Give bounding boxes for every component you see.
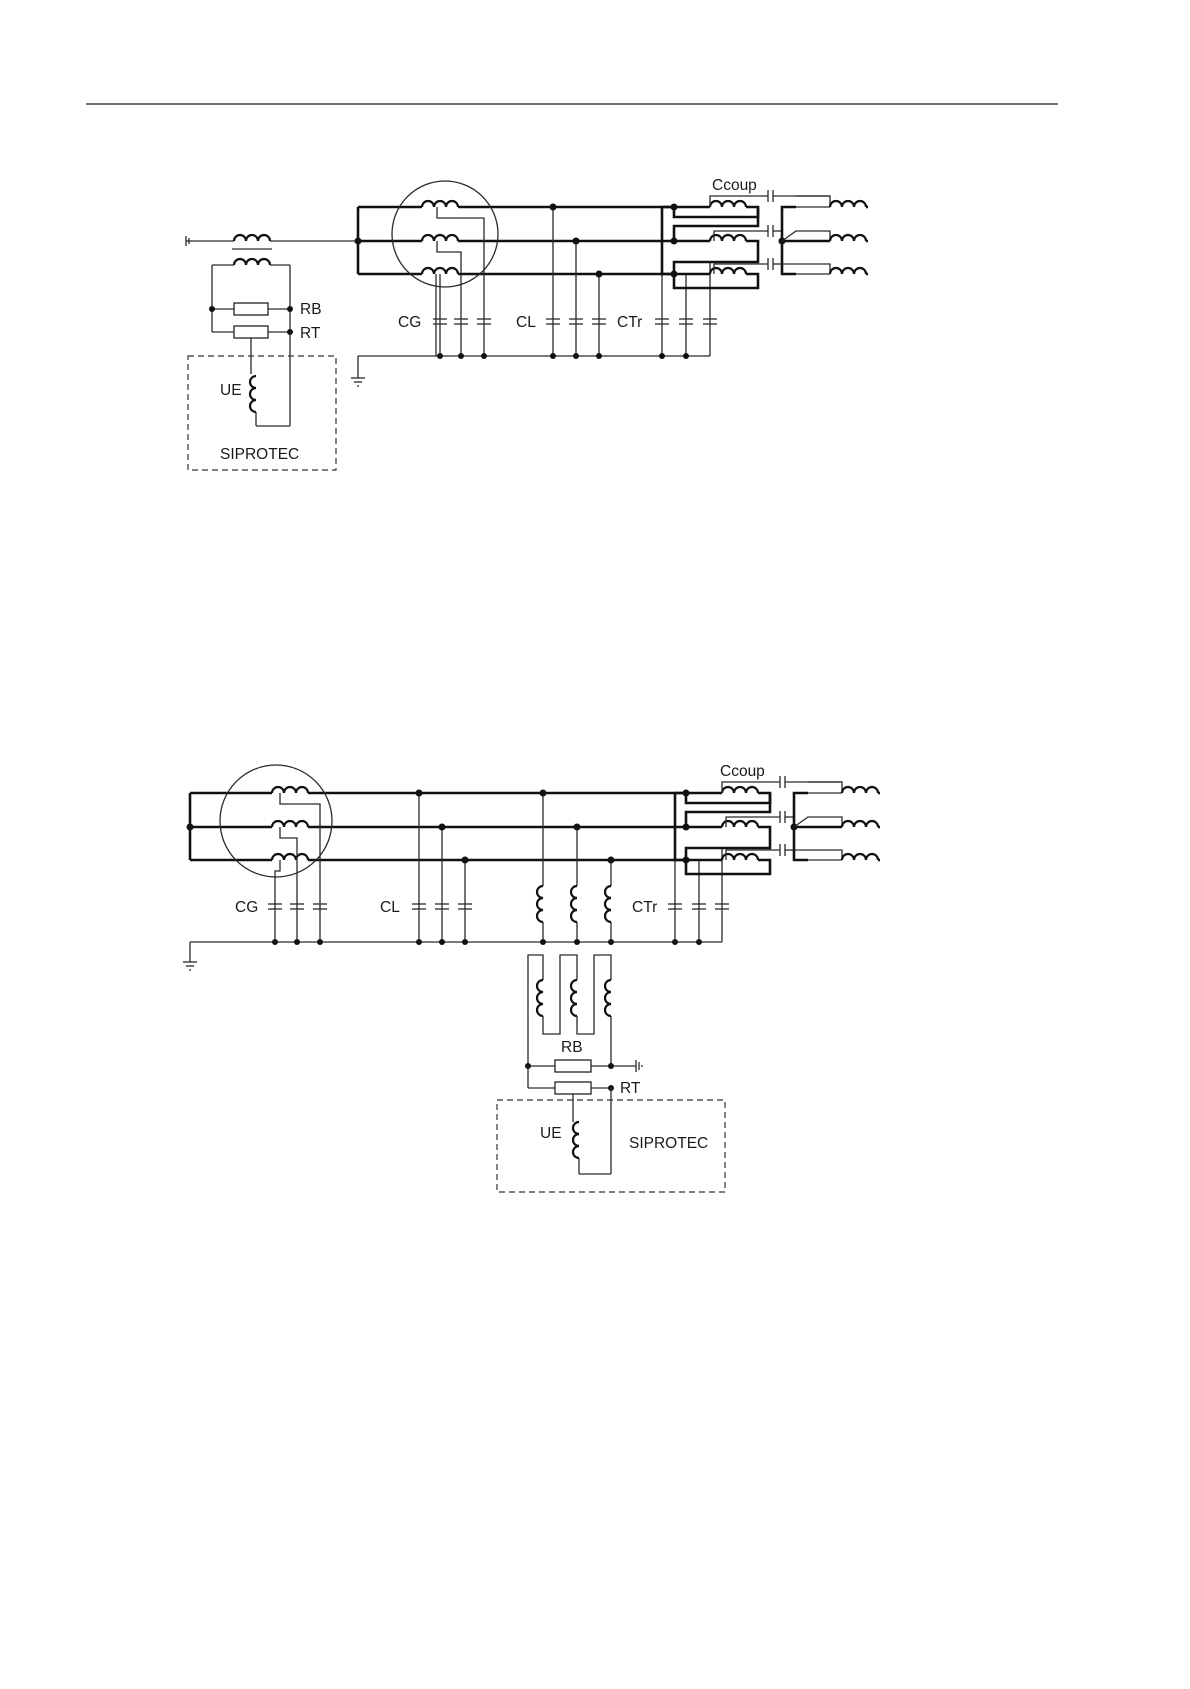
unit-transformer: Ccoup [662,177,868,288]
label-siprotec-2: SIPROTEC [629,1135,708,1152]
secondary-coil-icon [234,259,270,265]
capacitor-row-2: CG CL [183,790,729,971]
siprotec-box: UE SIPROTEC [188,356,336,470]
ue-coil-icon [250,376,256,412]
label-rt: RT [300,325,321,342]
cg-capacitors: CG [398,314,491,356]
label-ue: UE [220,382,242,399]
label-siprotec: SIPROTEC [220,446,299,463]
diagram-earthing-transformer: CG CL [183,763,880,1192]
resistor-rt-icon [234,326,268,338]
cl-capacitors: CL [516,204,606,357]
label-cl-2: CL [380,899,400,916]
label-cl: CL [516,314,536,331]
label-rb: RB [300,301,322,318]
resistor-group: RB RT [209,301,322,426]
label-rb-2: RB [561,1039,583,1056]
label-ctr-2: CTr [632,899,657,916]
label-ue-2: UE [540,1125,562,1142]
resistor-rt-2-icon [555,1082,591,1094]
label-cg: CG [398,314,421,331]
diagram-isolated-generator: RB RT UE SIPROTEC [186,177,868,470]
primary-coil-icon [234,235,270,241]
unit-transformer-2: Ccoup [675,763,880,874]
ctr-capacitors: CTr [617,214,717,356]
label-ccoup-2: Ccoup [720,763,765,780]
resistor-rb-icon [234,303,268,315]
label-rt-2: RT [620,1080,641,1097]
earthing-coil-icon [537,886,543,922]
label-ctr: CTr [617,314,642,331]
ue-coil-2-icon [573,1122,579,1158]
label-ccoup: Ccoup [712,177,757,194]
resistor-rb-2-icon [555,1060,591,1072]
neutral-transformer [186,235,358,332]
label-cg-2: CG [235,899,258,916]
generator-winding-2 [187,765,687,942]
resistor-group-2: RB RT [525,1039,642,1174]
